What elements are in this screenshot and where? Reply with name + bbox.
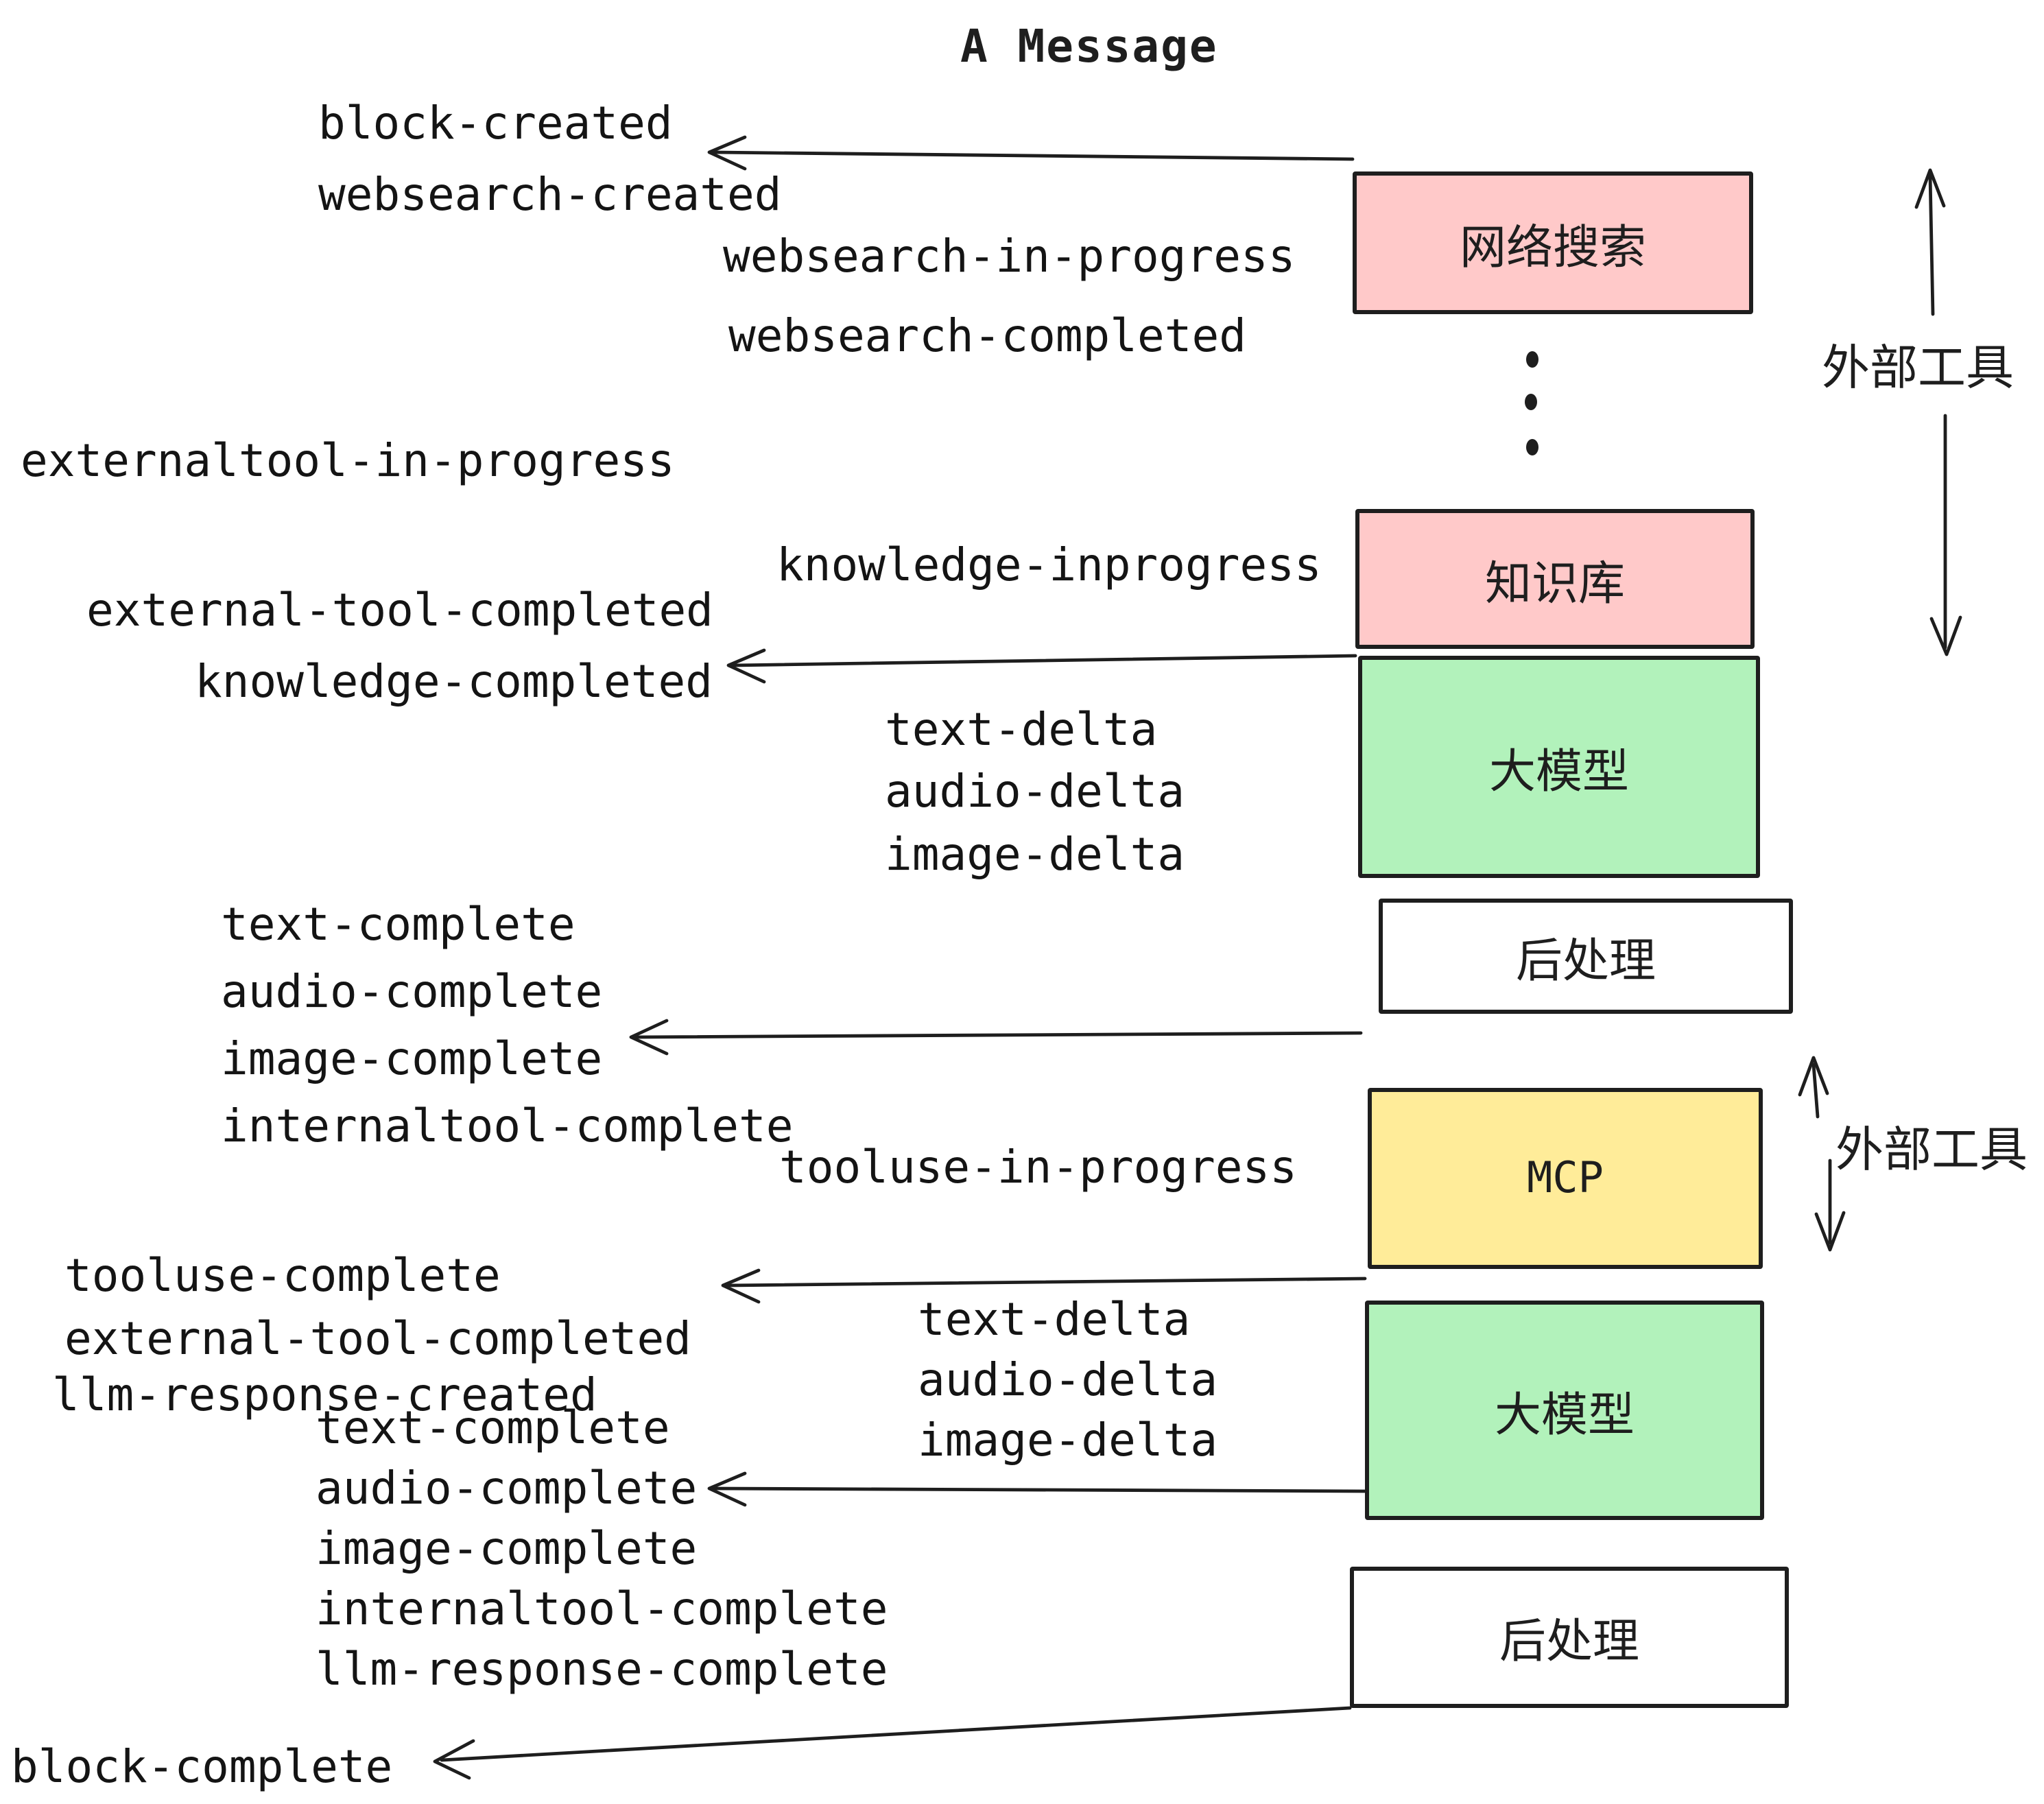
event-label-image-complete-1: image-complete: [221, 1032, 603, 1085]
event-label-image-complete-2: image-complete: [316, 1521, 698, 1575]
box-mcp: MCP: [1368, 1088, 1763, 1269]
event-label-audio-delta-2: audio-delta: [918, 1353, 1218, 1406]
external-tools-top-down-arrow: [1929, 414, 1962, 656]
event-label-external-tool-completed: external-tool-completed: [86, 583, 713, 637]
box-websearch: 网络搜索: [1353, 171, 1753, 314]
event-label-internaltool-complete-2: internaltool-complete: [316, 1582, 888, 1635]
external-tools-top-up-arrow: [1914, 168, 1946, 316]
arrow-postprocess1-to-image-complete: [629, 1019, 1363, 1056]
side-label-external-tools-bottom: 外部工具: [1835, 1124, 2028, 1178]
event-label-audio-complete-1: audio-complete: [221, 964, 603, 1018]
event-label-websearch-created: websearch-created: [318, 167, 782, 221]
event-label-llm-response-complete: llm-response-complete: [316, 1642, 888, 1696]
event-label-knowledge-completed: knowledge-completed: [195, 654, 713, 708]
event-label-llm-response-created: llm-response-created: [52, 1368, 597, 1421]
vertical-ellipsis-dots: [1525, 351, 1538, 455]
event-label-text-complete-2: text-complete: [316, 1401, 670, 1454]
arrow-llm2-to-audio-complete: [707, 1471, 1367, 1507]
event-label-text-delta-2: text-delta: [918, 1292, 1191, 1346]
box-knowledge: 知识库: [1355, 509, 1755, 649]
box-llm-1: 大模型: [1358, 656, 1760, 878]
event-label-tooluse-in-progress: tooluse-in-progress: [779, 1140, 1297, 1194]
side-label-external-tools-top: 外部工具: [1822, 342, 2015, 396]
event-label-audio-delta-1: audio-delta: [885, 764, 1185, 818]
event-label-websearch-completed: websearch-completed: [728, 309, 1246, 362]
event-label-tooluse-complete: tooluse-complete: [64, 1248, 501, 1302]
event-label-knowledge-inprogress: knowledge-inprogress: [776, 538, 1322, 591]
external-tools-bottom-up-arrow: [1798, 1056, 1829, 1119]
event-label-externaltool-in-progress: externaltool-in-progress: [21, 434, 675, 487]
box-mcp-label: MCP: [1527, 1154, 1604, 1203]
event-label-internaltool-complete-1: internaltool-complete: [221, 1099, 794, 1152]
box-postprocess-2: 后处理: [1350, 1567, 1789, 1708]
box-postprocess-2-label: 后处理: [1499, 1615, 1639, 1670]
event-label-websearch-in-progress: websearch-in-progress: [723, 229, 1296, 283]
event-label-external-tool-completed-2: external-tool-completed: [64, 1312, 691, 1365]
box-websearch-label: 网络搜索: [1460, 220, 1646, 275]
event-label-text-complete-1: text-complete: [221, 897, 575, 951]
box-llm-2: 大模型: [1365, 1301, 1764, 1520]
arrow-postprocess2-to-block-complete: [433, 1706, 1352, 1780]
box-postprocess-1-label: 后处理: [1516, 934, 1656, 988]
event-label-block-created: block-created: [318, 96, 673, 150]
event-label-image-delta-2: image-delta: [918, 1413, 1218, 1467]
diagram-title: A Message: [960, 19, 1218, 73]
event-label-block-complete: block-complete: [11, 1740, 393, 1793]
event-label-audio-complete-2: audio-complete: [316, 1461, 698, 1515]
arrow-knowledge-to-completed: [726, 648, 1357, 684]
event-label-text-delta-1: text-delta: [885, 702, 1158, 756]
event-label-image-delta-1: image-delta: [885, 827, 1185, 881]
box-knowledge-label: 知识库: [1485, 556, 1625, 611]
box-llm-2-label: 大模型: [1495, 1388, 1635, 1443]
box-postprocess-1: 后处理: [1379, 899, 1793, 1014]
box-llm-1-label: 大模型: [1489, 744, 1629, 799]
arrow-websearch-to-created: [707, 135, 1355, 171]
